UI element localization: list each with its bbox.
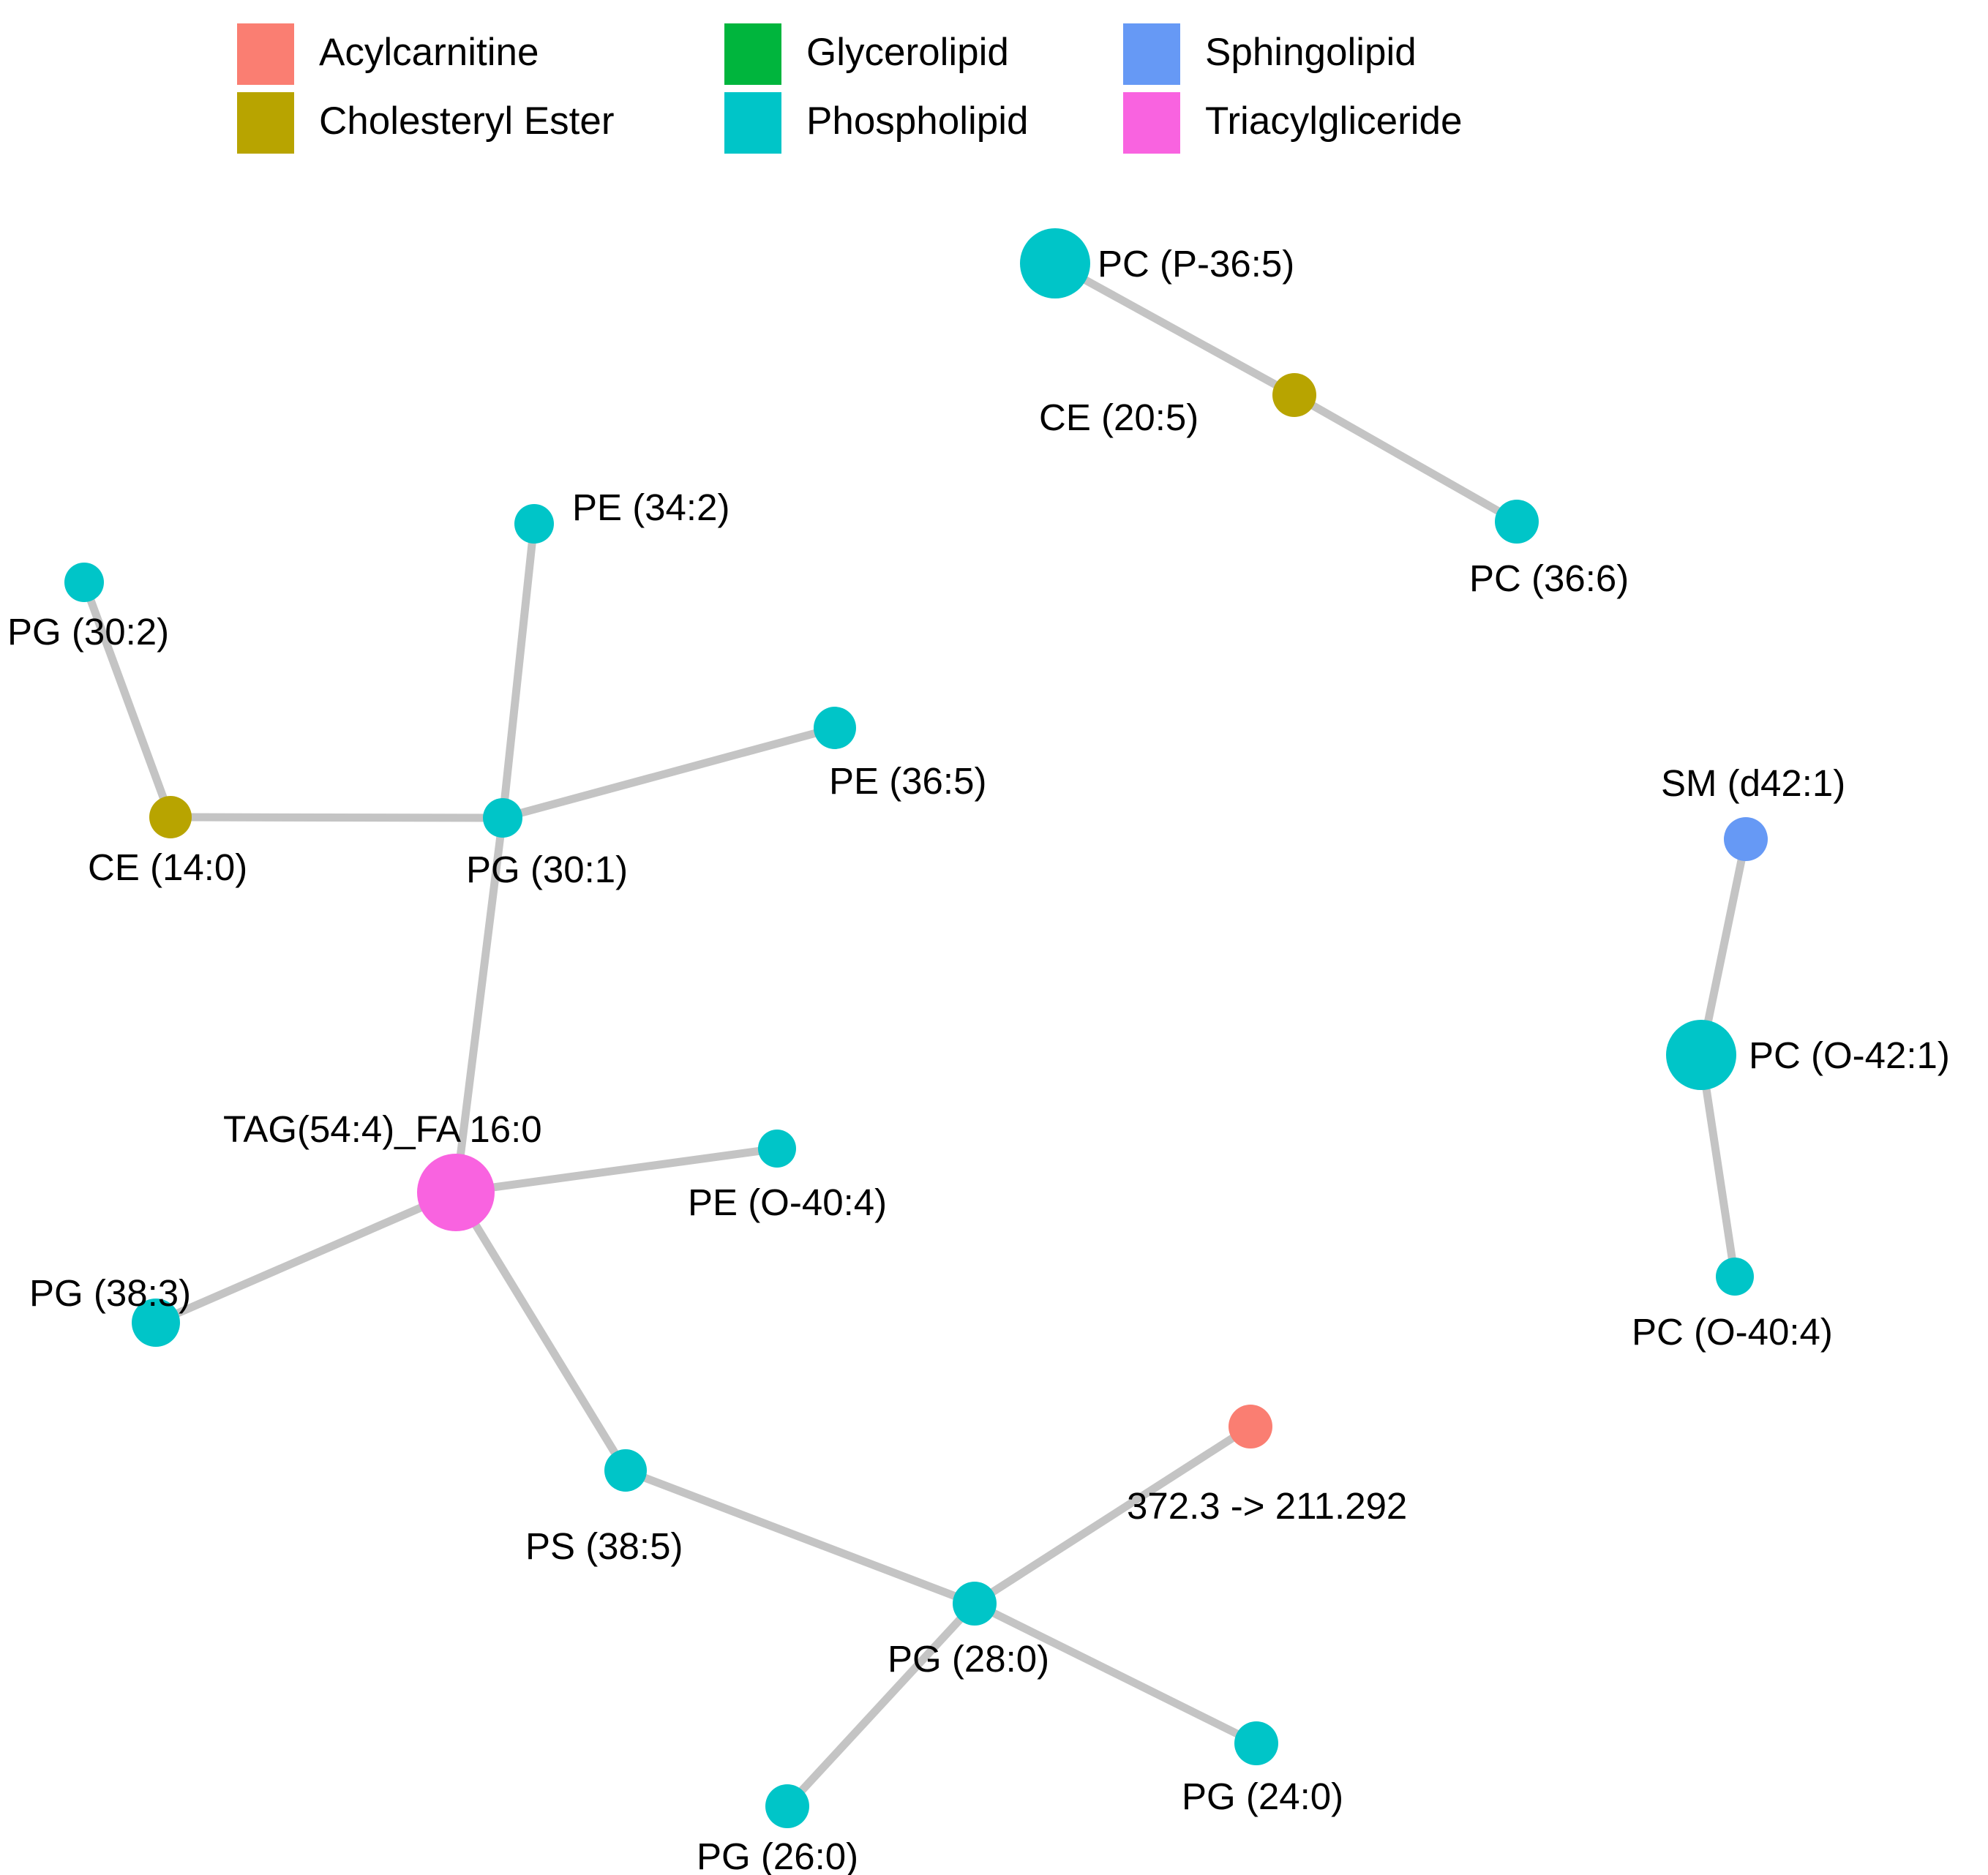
legend-item-sphingolipid[interactable]: Sphingolipid xyxy=(1106,16,1515,85)
graph-edge xyxy=(452,1190,629,1473)
graph-node-label: SM (d42:1) xyxy=(1661,762,1846,804)
graph-node-label: PG (26:0) xyxy=(697,1835,859,1875)
legend-label-cholesteryl-ester: Cholesteryl Ester xyxy=(319,99,615,143)
legend-swatch-acylcarnitine xyxy=(237,23,294,85)
graph-node-label: PC (O-42:1) xyxy=(1749,1034,1950,1076)
legend-column-1: Acylcarnitine Cholesteryl Ester xyxy=(220,7,629,154)
legend-swatch-triacylgliceride xyxy=(1123,92,1180,154)
graph-node-label: PS (38:5) xyxy=(525,1525,683,1567)
graph-node-label: CE (20:5) xyxy=(1039,397,1199,438)
graph-node-label: PE (34:2) xyxy=(572,486,730,528)
legend: Acylcarnitine Cholesteryl Ester Glycerol… xyxy=(220,7,1478,154)
graph-node-label: PE (36:5) xyxy=(829,760,987,802)
graph-node[interactable] xyxy=(765,1784,809,1828)
graph-edge xyxy=(972,1600,1259,1747)
graph-node-label: PG (24:0) xyxy=(1182,1776,1344,1817)
graph-node[interactable] xyxy=(132,1299,180,1347)
legend-item-triacylgliceride[interactable]: Triacylgliceride xyxy=(1106,85,1515,154)
legend-swatch-cholesteryl-ester xyxy=(237,92,294,154)
graph-node-label: PG (30:2) xyxy=(7,611,170,653)
graph-edge xyxy=(451,817,507,1193)
legend-swatch-sphingolipid xyxy=(1123,23,1180,85)
graph-node[interactable] xyxy=(1716,1258,1754,1296)
graph-node-label: PG (30:1) xyxy=(466,849,629,890)
graph-node-label: CE (14:0) xyxy=(88,846,248,888)
graph-node[interactable] xyxy=(1724,817,1768,861)
graph-edge xyxy=(501,724,836,822)
graph-node[interactable] xyxy=(1229,1405,1272,1448)
legend-item-acylcarnitine[interactable]: Acylcarnitine xyxy=(220,16,629,85)
graph-edge xyxy=(784,1601,978,1809)
graph-edge xyxy=(1053,260,1297,399)
graph-node[interactable] xyxy=(1666,1020,1736,1090)
legend-label-sphingolipid: Sphingolipid xyxy=(1205,31,1417,74)
legend-label-glycerolipid: Glycerolipid xyxy=(806,31,1009,74)
legend-label-triacylgliceride: Triacylgliceride xyxy=(1205,99,1463,143)
graph-edge xyxy=(455,1144,778,1197)
graph-node[interactable] xyxy=(149,796,192,838)
graph-node[interactable] xyxy=(1495,500,1539,544)
graph-edge xyxy=(154,1188,458,1327)
graph-edge xyxy=(1697,1054,1739,1277)
graph-edge xyxy=(624,1466,976,1608)
graph-node-label: TAG(54:4)_FA 16:0 xyxy=(223,1108,542,1150)
graph-node-label: 372.3 -> 211.292 xyxy=(1127,1485,1408,1527)
legend-item-glycerolipid[interactable]: Glycerolipid xyxy=(707,16,1117,85)
graph-edge xyxy=(972,1423,1253,1607)
legend-swatch-phospholipid xyxy=(724,92,781,154)
graph-node[interactable] xyxy=(64,563,104,602)
graph-node[interactable] xyxy=(953,1582,997,1626)
graph-node[interactable] xyxy=(814,707,856,749)
graph-edge xyxy=(80,581,175,819)
graph-edge xyxy=(170,813,503,822)
graph-edge xyxy=(498,523,539,819)
graph-node-label: PC (O-40:4) xyxy=(1632,1311,1833,1353)
legend-label-acylcarnitine: Acylcarnitine xyxy=(319,31,539,74)
legend-column-2: Glycerolipid Phospholipid xyxy=(707,7,1117,154)
graph-node[interactable] xyxy=(604,1449,647,1492)
graph-node[interactable] xyxy=(417,1154,495,1231)
legend-item-cholesteryl-ester[interactable]: Cholesteryl Ester xyxy=(220,85,629,154)
graph-node[interactable] xyxy=(483,798,522,838)
graph-node-label: PC (P-36:5) xyxy=(1098,243,1295,285)
legend-label-phospholipid: Phospholipid xyxy=(806,99,1029,143)
graph-node[interactable] xyxy=(514,504,554,544)
legend-item-phospholipid[interactable]: Phospholipid xyxy=(707,85,1117,154)
graph-node[interactable] xyxy=(1272,373,1316,417)
graph-node[interactable] xyxy=(758,1130,796,1168)
graph-node-label: PC (36:6) xyxy=(1469,557,1629,599)
graph-node-label: PG (28:0) xyxy=(888,1638,1050,1680)
graph-node-label: PE (O-40:4) xyxy=(688,1181,888,1223)
graph-edge xyxy=(1697,838,1750,1056)
graph-edge xyxy=(1292,391,1519,525)
legend-swatch-glycerolipid xyxy=(724,23,781,85)
graph-node[interactable] xyxy=(1020,228,1090,298)
graph-node-label: PG (38:3) xyxy=(29,1272,192,1314)
legend-column-3: Sphingolipid Triacylgliceride xyxy=(1106,7,1515,154)
graph-node[interactable] xyxy=(1234,1721,1278,1765)
